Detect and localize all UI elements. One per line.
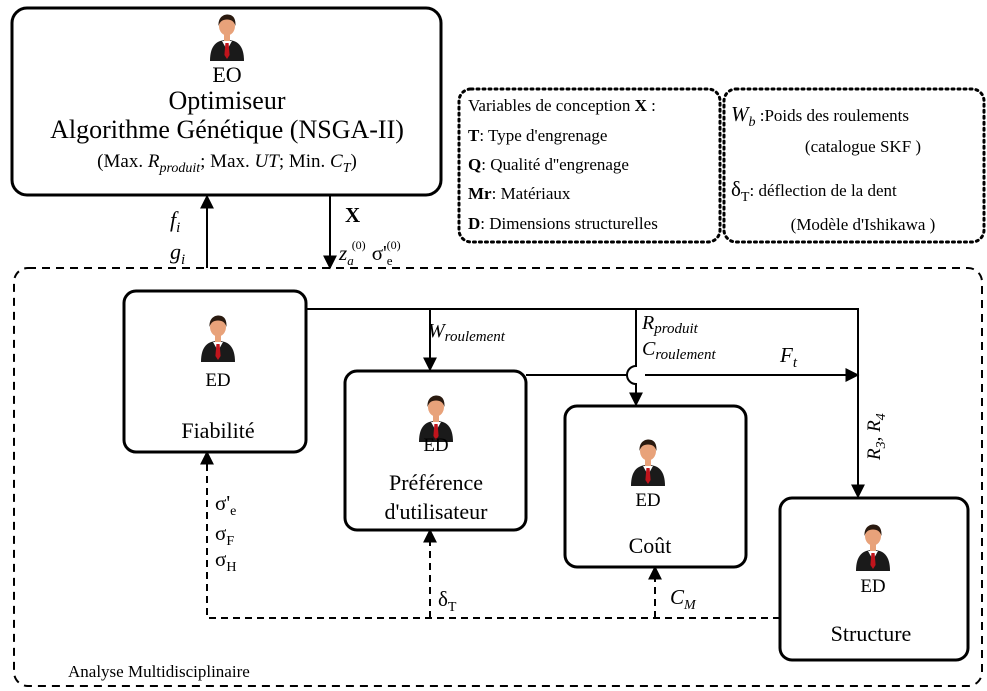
structure-name: Structure	[831, 621, 912, 646]
design-variables-box: Variables de conception X : T: Type d'en…	[457, 87, 722, 244]
initial-values-label: za(0)σ'e(0)	[338, 238, 401, 268]
sigma-h-label: σH	[215, 547, 236, 575]
mda-frame	[13, 267, 983, 687]
models-box: Wb :Poids des roulements (catalogue SKF …	[722, 87, 986, 244]
preference-box: ED Préférence d'utilisateur	[343, 369, 528, 532]
fi-label: fi	[170, 207, 180, 236]
delta-t-label: δT	[438, 587, 457, 615]
bearing-catalog-label: (catalogue SKF )	[805, 137, 921, 156]
optimizer-objectives: (Max. Rproduit; Max. UT; Min. CT)	[97, 151, 357, 176]
r-produit-label: Rproduit	[641, 312, 699, 337]
variable-item: Q: Qualité d''engrenage	[468, 155, 629, 174]
optimizer-algorithm: Algorithme Génétique (NSGA-II)	[50, 115, 404, 144]
optimizer-role: EO	[212, 62, 241, 87]
preference-role: ED	[423, 435, 448, 456]
ishikawa-model-label: (Modèle d'Ishikawa )	[791, 215, 936, 234]
variable-item: T: Type d'engrenage	[468, 126, 607, 145]
preference-name-line2: d'utilisateur	[385, 499, 489, 524]
structure-role: ED	[860, 576, 885, 597]
preference-name-line1: Préférence	[389, 470, 483, 495]
optimizer-box: EO Optimiseur Algorithme Génétique (NSGA…	[10, 6, 443, 197]
reliability-to-cost-arrow	[626, 309, 643, 407]
gi-label: gi	[170, 239, 185, 268]
variable-item: Mr: Matériaux	[468, 184, 571, 203]
c-roulement-label: Croulement	[642, 338, 716, 363]
sigma-e-label: σ'e	[215, 491, 236, 519]
ft-label: Ft	[779, 343, 798, 371]
sigma-f-label: σF	[215, 521, 234, 549]
r3-r4-label: R3, R4	[864, 413, 889, 461]
deflection-label: δT: déflection de la dent	[731, 177, 897, 205]
cost-role: ED	[635, 490, 660, 511]
bearing-weight-label: Wb :Poids des roulements	[731, 102, 909, 130]
reliability-name: Fiabilité	[181, 418, 254, 443]
mda-label: Analyse Multidisciplinaire	[68, 662, 250, 681]
optimizer-title: Optimiseur	[169, 86, 286, 115]
variables-header: Variables de conception X :	[468, 96, 656, 115]
cost-box: ED Coût	[563, 404, 748, 569]
reliability-box: ED Fiabilité	[122, 289, 308, 454]
structure-box: ED Structure	[778, 496, 970, 662]
w-roulement-label: Wroulement	[428, 320, 506, 345]
reliability-role: ED	[205, 370, 230, 391]
cm-label: CM	[670, 585, 697, 613]
cost-name: Coût	[629, 533, 672, 558]
variable-item: D: Dimensions structurelles	[468, 214, 658, 233]
reliability-to-structure-line	[306, 308, 865, 499]
x-label: X	[345, 203, 360, 227]
